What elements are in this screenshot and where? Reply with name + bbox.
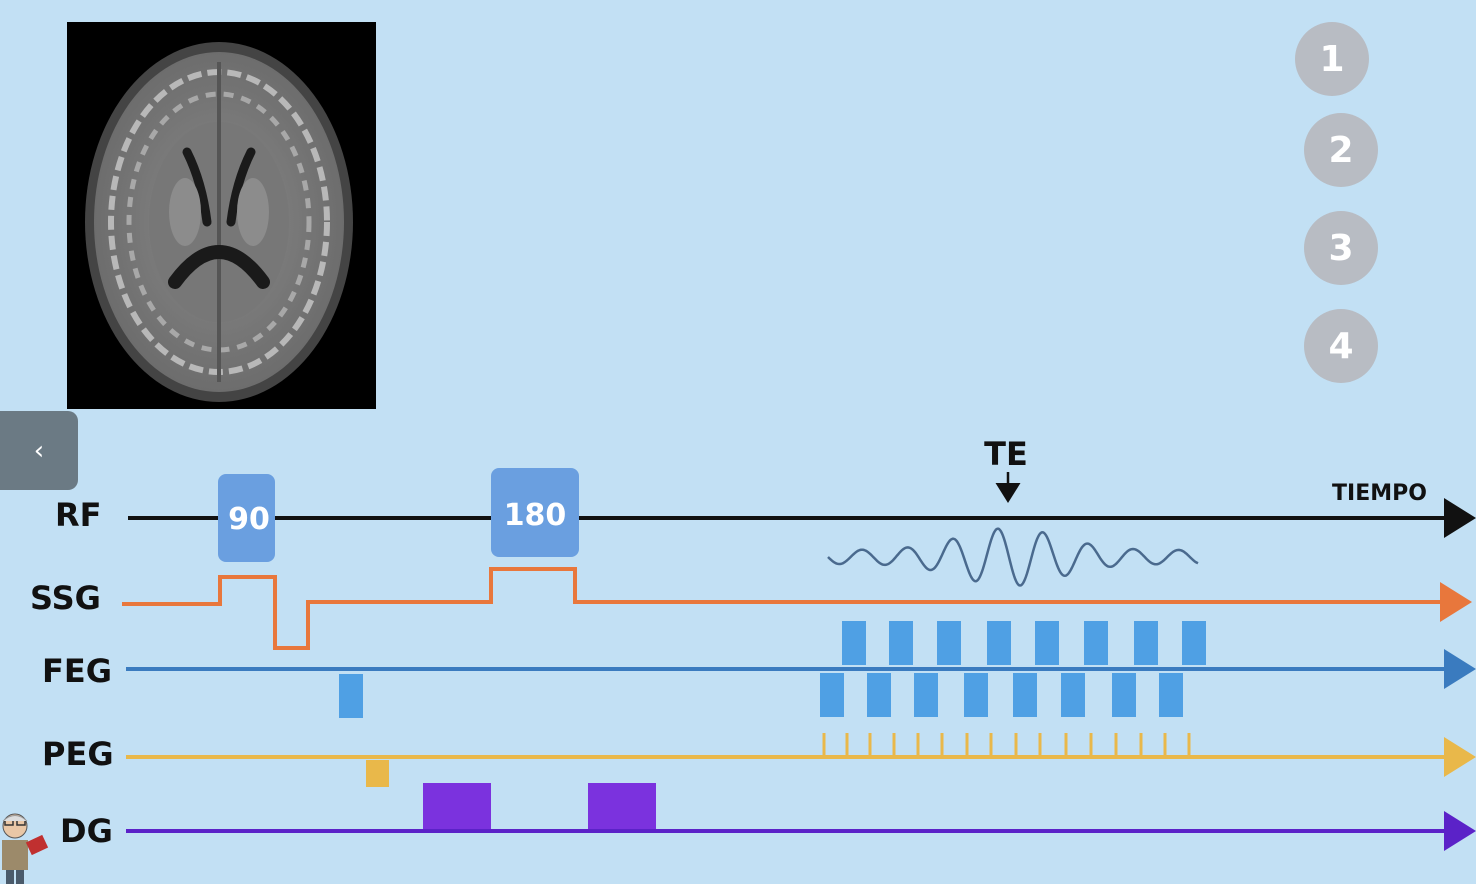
ssg-waveform (122, 567, 1472, 650)
diffusion-lobe-1 (423, 783, 491, 829)
peg-blips (822, 733, 1191, 756)
brain-mri-image (67, 22, 376, 409)
dg-label: DG (60, 812, 113, 850)
readout-lobe-positive (1182, 621, 1206, 665)
readout-lobe-negative (867, 673, 891, 717)
te-label: TE (984, 435, 1028, 473)
readout-lobe-positive (1134, 621, 1158, 665)
readout-lobe-negative (1159, 673, 1183, 717)
feg-readout-train (820, 621, 1206, 717)
readout-lobe-positive (937, 621, 961, 665)
peg-label: PEG (42, 735, 114, 773)
readout-lobe-negative (1112, 673, 1136, 717)
readout-lobe-negative (820, 673, 844, 717)
readout-lobe-negative (1013, 673, 1037, 717)
step-button-3[interactable]: 3 (1304, 211, 1378, 285)
ssg-label: SSG (30, 579, 101, 617)
step-button-4[interactable]: 4 (1304, 309, 1378, 383)
time-label: TIEMPO (1332, 481, 1427, 506)
pulse-90-label: 90 (228, 502, 270, 537)
readout-lobe-negative (914, 673, 938, 717)
back-button[interactable]: ‹ (0, 411, 78, 490)
rf-label: RF (55, 496, 102, 534)
echo-signal (827, 527, 1199, 587)
readout-lobe-positive (1084, 621, 1108, 665)
readout-lobe-positive (842, 621, 866, 665)
step-button-1[interactable]: 1 (1295, 22, 1369, 96)
peg-prephase-lobe (366, 760, 389, 787)
readout-lobe-negative (1061, 673, 1085, 717)
diffusion-lobe-2 (588, 783, 656, 829)
readout-lobe-positive (987, 621, 1011, 665)
pulse-90-box (218, 474, 275, 562)
feg-label: FEG (42, 652, 112, 690)
teacher-avatar-icon (2, 813, 49, 884)
feg-dephase-lobe (339, 674, 363, 718)
pulse-180-box (491, 468, 579, 557)
step-button-2[interactable]: 2 (1304, 113, 1378, 187)
pulse-180-label: 180 (504, 498, 567, 533)
readout-lobe-positive (1035, 621, 1059, 665)
readout-lobe-negative (964, 673, 988, 717)
readout-lobe-positive (889, 621, 913, 665)
chevron-left-icon: ‹ (33, 435, 45, 466)
